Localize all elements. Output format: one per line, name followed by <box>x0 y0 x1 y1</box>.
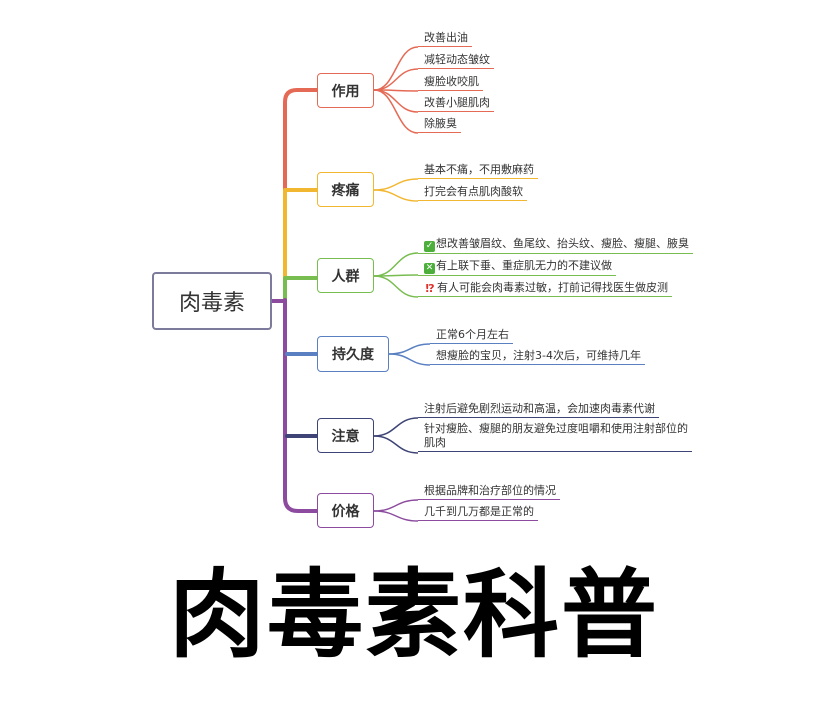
branch-node-zuoyong: 作用 <box>317 73 374 108</box>
leaf-connectors-renqun <box>373 252 419 298</box>
cross-mark-icon <box>424 263 435 274</box>
leaf-item: 根据品牌和治疗部位的情况 <box>418 483 560 500</box>
branch-label: 价格 <box>331 503 360 520</box>
leaf-item: 改善小腿肌肉 <box>418 95 494 112</box>
branch-label: 持久度 <box>332 347 374 363</box>
leaf-item: 改善出油 <box>418 30 472 47</box>
leaf-connectors-chijiudu <box>388 343 431 366</box>
leaf-text: 有人可能会肉毒素过敏，打前记得找医生做皮测 <box>437 281 668 294</box>
leaf-item: 正常6个月左右 <box>430 327 513 344</box>
trunk-connector-zuoyong <box>283 88 319 192</box>
leaf-item: 除腋臭 <box>418 116 461 133</box>
branch-node-jiage: 价格 <box>317 493 374 528</box>
leaf-connectors-zhuyi <box>373 417 419 454</box>
leaf-connectors-tengtong <box>373 178 419 202</box>
leaf-item: 瘦脸收咬肌 <box>418 74 483 91</box>
branch-label: 作用 <box>331 83 360 100</box>
leaf-text: 有上联下垂、重症肌无力的不建议做 <box>436 259 612 272</box>
leaf-connectors-jiage <box>373 499 419 522</box>
branch-node-chijiudu: 持久度 <box>317 336 389 372</box>
leaf-item: 基本不痛，不用敷麻药 <box>418 162 538 179</box>
leaf-item: 注射后避免剧烈运动和高温，会加速肉毒素代谢 <box>418 401 659 418</box>
branch-label: 人群 <box>331 268 360 285</box>
leaf-text: 想改善皱眉纹、鱼尾纹、抬头纹、瘦脸、瘦腿、腋臭 <box>436 237 689 250</box>
trunk-connector-renqun <box>283 276 319 302</box>
trunk-connector-tengtong <box>283 188 319 280</box>
leaf-connectors-zuoyong <box>373 46 419 134</box>
page-title: 肉毒素科普 <box>169 559 659 671</box>
branch-label: 疼痛 <box>331 182 360 199</box>
leaf-item: 几千到几万都是正常的 <box>418 504 538 521</box>
leaf-item: 想改善皱眉纹、鱼尾纹、抬头纹、瘦脸、瘦腿、腋臭 <box>418 236 693 254</box>
branch-label: 注意 <box>331 428 360 445</box>
branch-node-tengtong: 疼痛 <box>317 172 374 207</box>
check-icon <box>424 241 435 252</box>
branch-node-zhuyi: 注意 <box>317 418 374 453</box>
branch-node-renqun: 人群 <box>317 258 374 293</box>
trunk-connector-jiage <box>283 298 319 513</box>
leaf-item: 有上联下垂、重症肌无力的不建议做 <box>418 258 616 276</box>
leaf-item: 想瘦脸的宝贝，注射3-4次后，可维持几年 <box>430 348 645 365</box>
central-node: 肉毒素 <box>152 272 272 330</box>
leaf-item: 针对瘦脸、瘦腿的朋友避免过度咀嚼和使用注射部位的肌肉 <box>418 422 692 452</box>
leaf-item: 打完会有点肌肉酸软 <box>418 184 527 201</box>
leaf-item: 减轻动态皱纹 <box>418 52 494 69</box>
leaf-item: 有人可能会肉毒素过敏，打前记得找医生做皮测 <box>418 280 672 297</box>
exclamation-question-icon <box>424 283 436 294</box>
central-node-label: 肉毒素 <box>178 291 245 316</box>
